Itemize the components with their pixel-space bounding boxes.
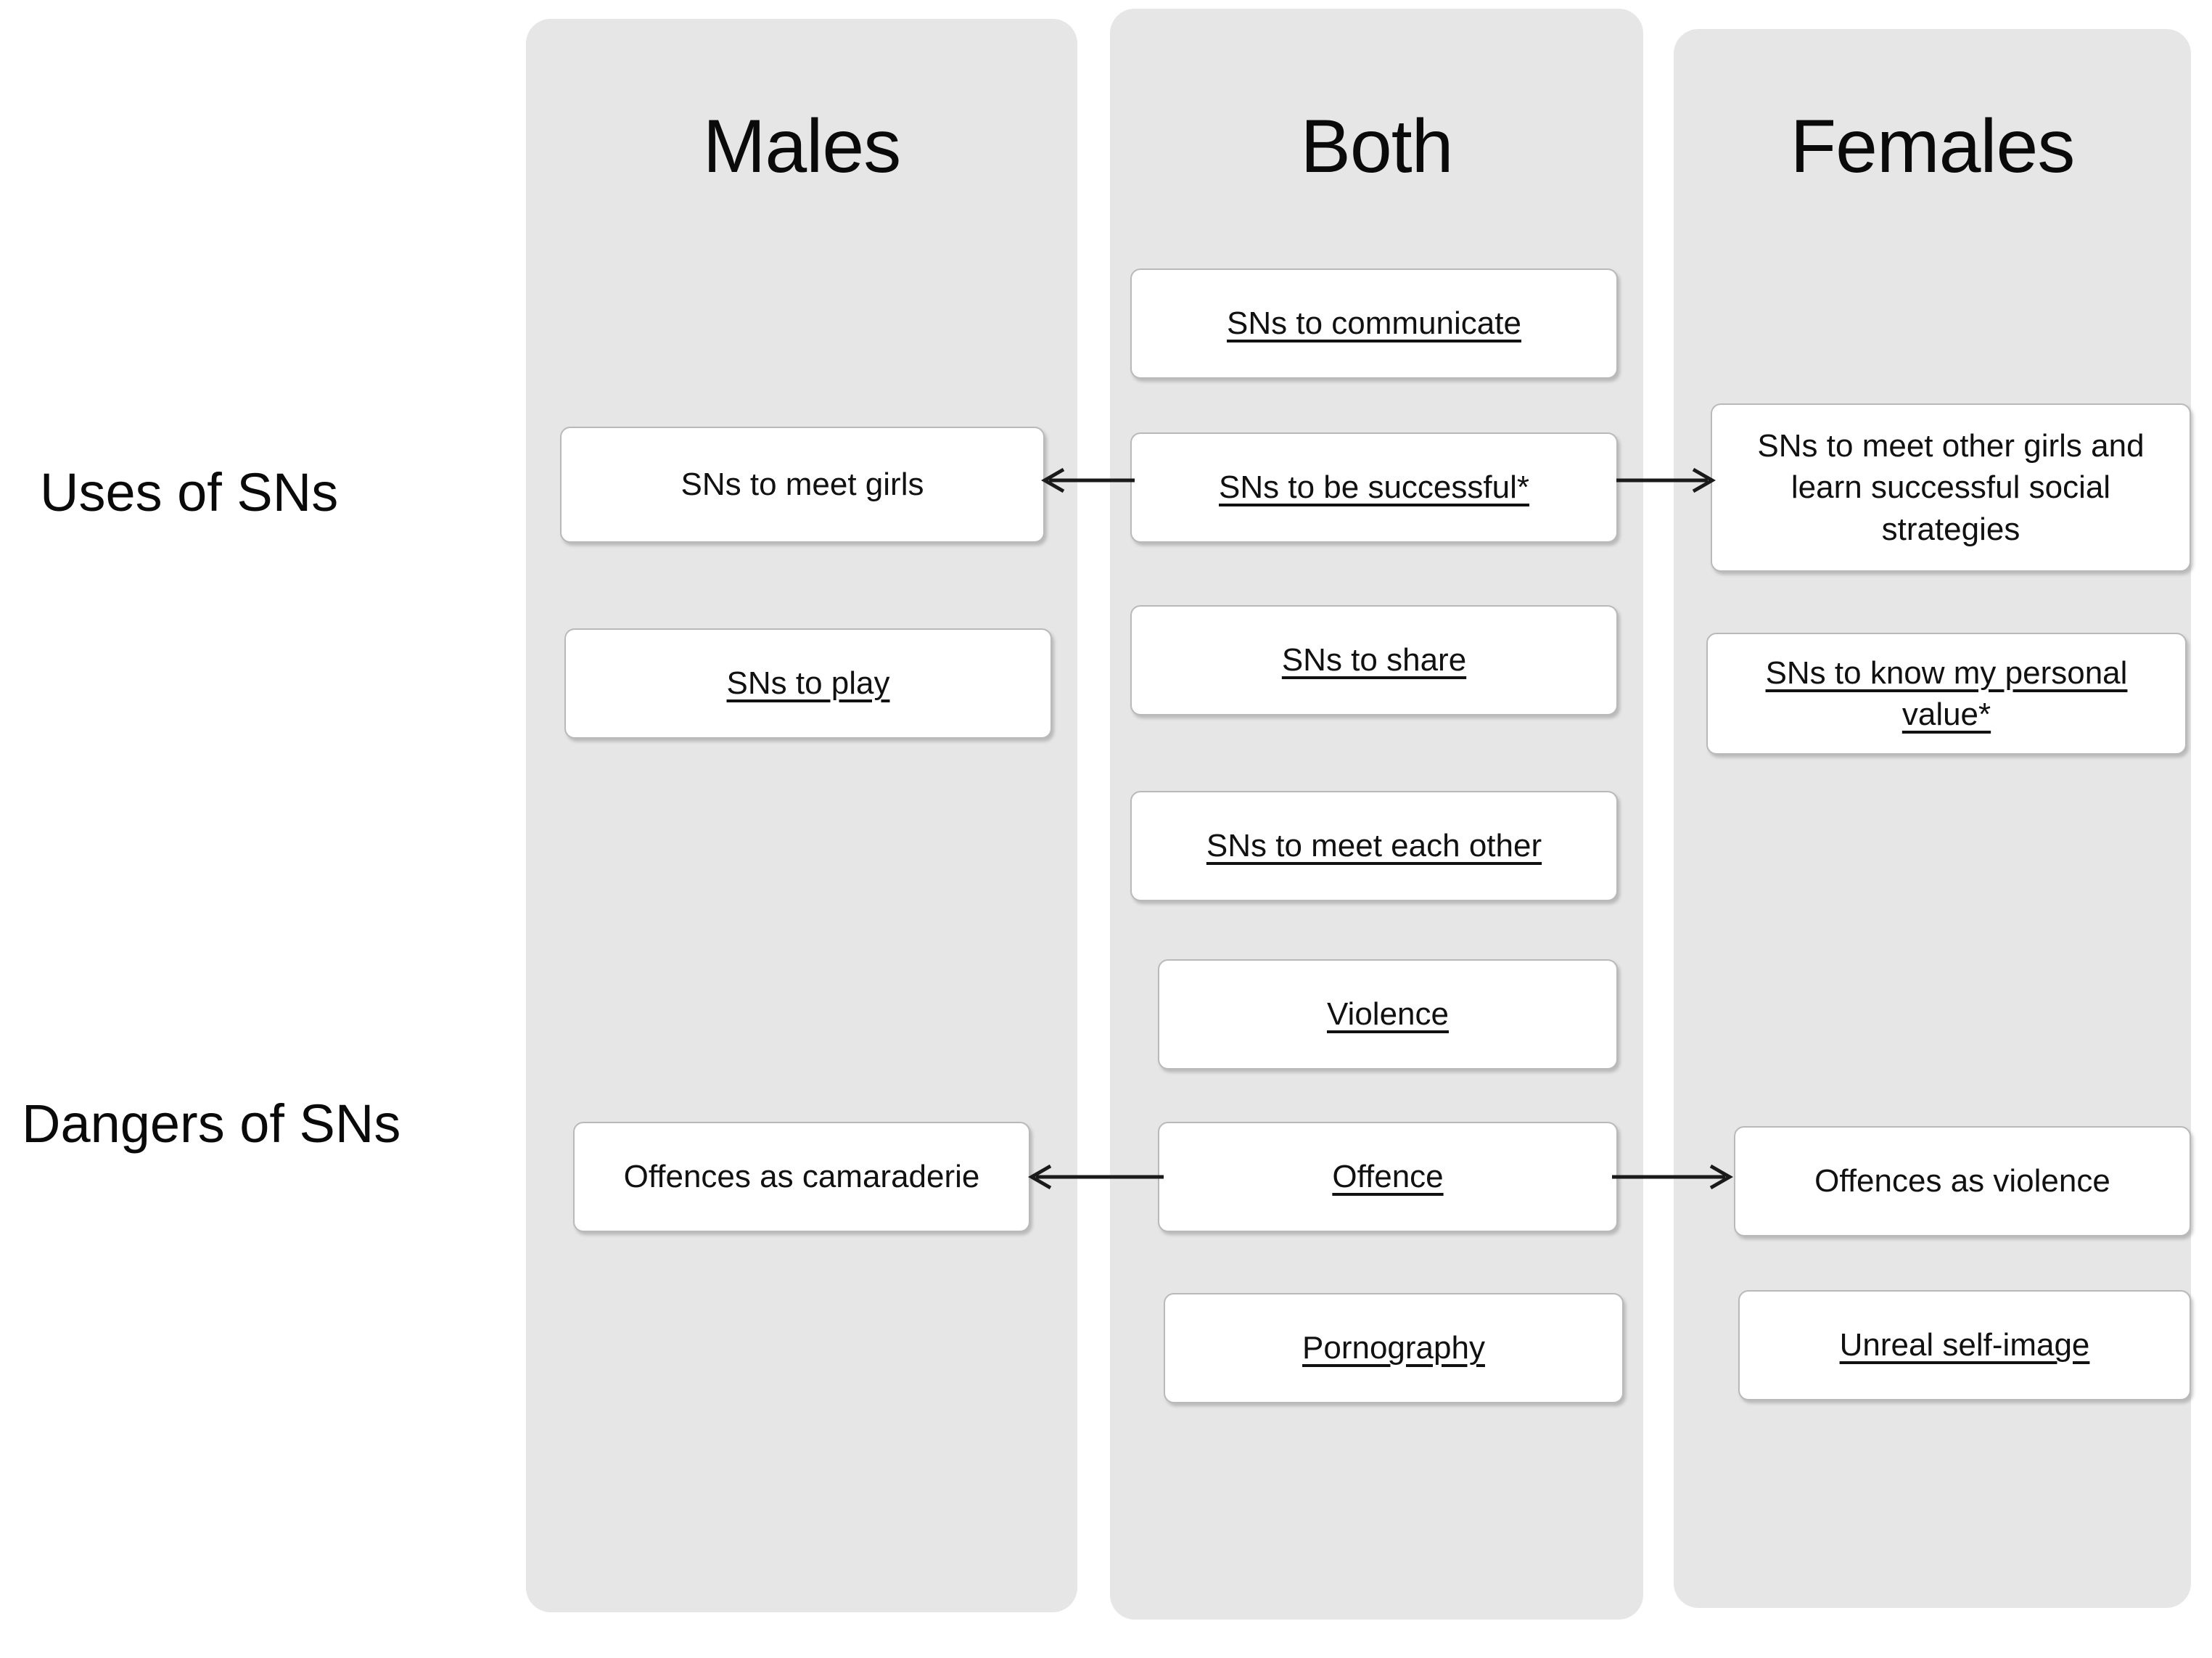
row-label-uses: Uses of SNs [40, 462, 339, 522]
node-label: SNs to meet other girls and learn succes… [1757, 428, 2145, 547]
node-females-offences-as-violence[interactable]: Offences as violence [1734, 1126, 2191, 1236]
column-title-females: Females [1674, 109, 2191, 184]
node-label: Violence [1327, 996, 1449, 1033]
node-both-violence[interactable]: Violence [1158, 959, 1618, 1070]
node-label: Offence [1332, 1159, 1444, 1195]
node-both-sns-to-be-successful[interactable]: SNs to be successful* [1130, 432, 1618, 543]
node-label: SNs to share [1281, 642, 1467, 678]
row-label-dangers: Dangers of SNs [22, 1093, 401, 1154]
column-title-males: Males [526, 109, 1077, 184]
node-males-offences-as-camaraderie[interactable]: Offences as camaraderie [573, 1122, 1030, 1232]
node-males-sns-to-play[interactable]: SNs to play [564, 628, 1052, 739]
node-label: SNs to be successful* [1219, 469, 1529, 506]
node-both-sns-to-share[interactable]: SNs to share [1130, 605, 1618, 715]
node-females-sns-to-know-my-personal-value[interactable]: SNs to know my personal value* [1706, 633, 2187, 755]
node-males-sns-to-meet-girls[interactable]: SNs to meet girls [560, 427, 1045, 543]
node-both-sns-to-meet-each-other[interactable]: SNs to meet each other [1130, 791, 1618, 901]
arrow-successful-to-females [1616, 466, 1718, 495]
node-label: SNs to know my personal value* [1765, 654, 2128, 732]
arrow-successful-to-males [1039, 466, 1135, 495]
node-label: Pornography [1302, 1330, 1485, 1366]
node-label: SNs to meet each other [1206, 828, 1542, 864]
arrow-offence-to-males [1026, 1162, 1164, 1191]
column-males [526, 19, 1077, 1612]
column-title-females-label: Females [1790, 104, 2076, 189]
node-label: SNs to play [726, 665, 890, 702]
node-both-sns-to-communicate[interactable]: SNs to communicate [1130, 268, 1618, 379]
arrow-offence-to-females [1612, 1162, 1737, 1191]
node-label: Unreal self-image [1839, 1327, 2090, 1363]
column-title-males-label: Males [702, 104, 901, 189]
node-both-offence[interactable]: Offence [1158, 1122, 1618, 1232]
node-label: SNs to communicate [1227, 305, 1521, 342]
column-title-both: Both [1110, 109, 1643, 184]
column-title-both-label: Both [1300, 104, 1454, 189]
node-label: SNs to meet girls [681, 467, 924, 503]
node-females-unreal-self-image[interactable]: Unreal self-image [1738, 1290, 2191, 1400]
node-label: Offences as violence [1814, 1163, 2110, 1199]
node-females-sns-to-meet-other-girls[interactable]: SNs to meet other girls and learn succes… [1711, 403, 2191, 572]
node-both-pornography[interactable]: Pornography [1164, 1293, 1624, 1403]
node-label: Offences as camaraderie [623, 1159, 980, 1195]
